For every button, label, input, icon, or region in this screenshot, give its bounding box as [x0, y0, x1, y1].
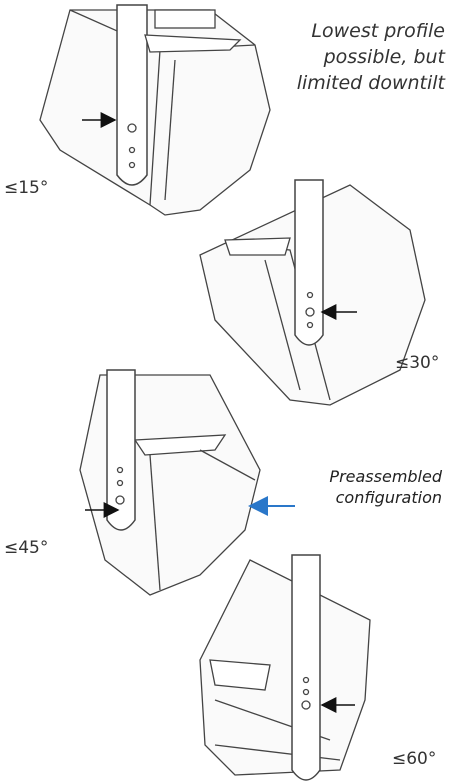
- note-preassembled-line-2: configuration: [335, 488, 442, 507]
- note-line-3: limited downtilt: [296, 72, 445, 94]
- note-preassembled-line-1: Preassembled: [329, 467, 442, 486]
- angle-label-15: ≤15°: [4, 178, 49, 198]
- note-lowest-profile: Lowest profile possible, but limited dow…: [297, 18, 445, 96]
- note-line-2: possible, but: [323, 46, 445, 68]
- speaker-45deg: [79, 369, 261, 596]
- speaker-60deg: [199, 554, 371, 781]
- angle-label-60: ≤60°: [392, 749, 437, 769]
- speaker-30deg: [199, 179, 426, 406]
- speaker-15deg: [39, 4, 271, 216]
- angle-label-30: ≤30°: [395, 353, 440, 373]
- note-preassembled: Preassembled configuration: [329, 466, 442, 508]
- angle-label-45: ≤45°: [4, 538, 49, 558]
- note-line-1: Lowest profile: [311, 20, 445, 42]
